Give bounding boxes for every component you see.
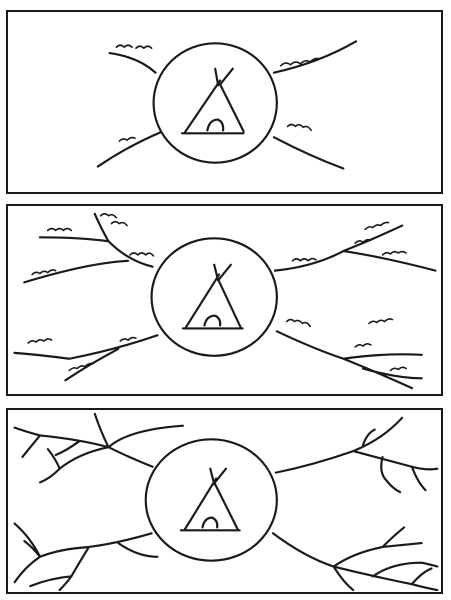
road-upper-left: [15, 414, 183, 482]
road-lower-right: [274, 137, 343, 168]
panel-1-drawing: [8, 12, 441, 192]
road-lower-right-marks: [288, 125, 311, 131]
diagram-panel-1: [6, 10, 443, 194]
panel-3-drawing: [8, 410, 441, 592]
panel-2-drawing: [8, 206, 441, 394]
road-lower-left: [98, 132, 161, 166]
road-lower-left-marks: [28, 338, 136, 371]
tipi-icon: [183, 265, 243, 329]
road-lower-right: [273, 527, 437, 590]
camp-circle: [154, 43, 277, 162]
road-upper-right: [276, 418, 437, 492]
camp-circle: [152, 238, 277, 356]
road-upper-right: [275, 226, 436, 271]
tipi-icon: [182, 69, 244, 134]
diagram-panel-2: [6, 204, 443, 396]
road-upper-left: [110, 53, 156, 73]
road-upper-right: [274, 41, 356, 72]
tipi-icon: [181, 469, 240, 531]
diagram-panel-3: [6, 408, 443, 594]
camp-circle: [146, 439, 277, 560]
road-upper-left-marks: [116, 45, 151, 48]
road-lower-right: [277, 331, 422, 388]
road-lower-left-marks: [119, 138, 135, 142]
road-lower-left: [15, 524, 158, 591]
road-upper-right-marks: [293, 222, 407, 260]
